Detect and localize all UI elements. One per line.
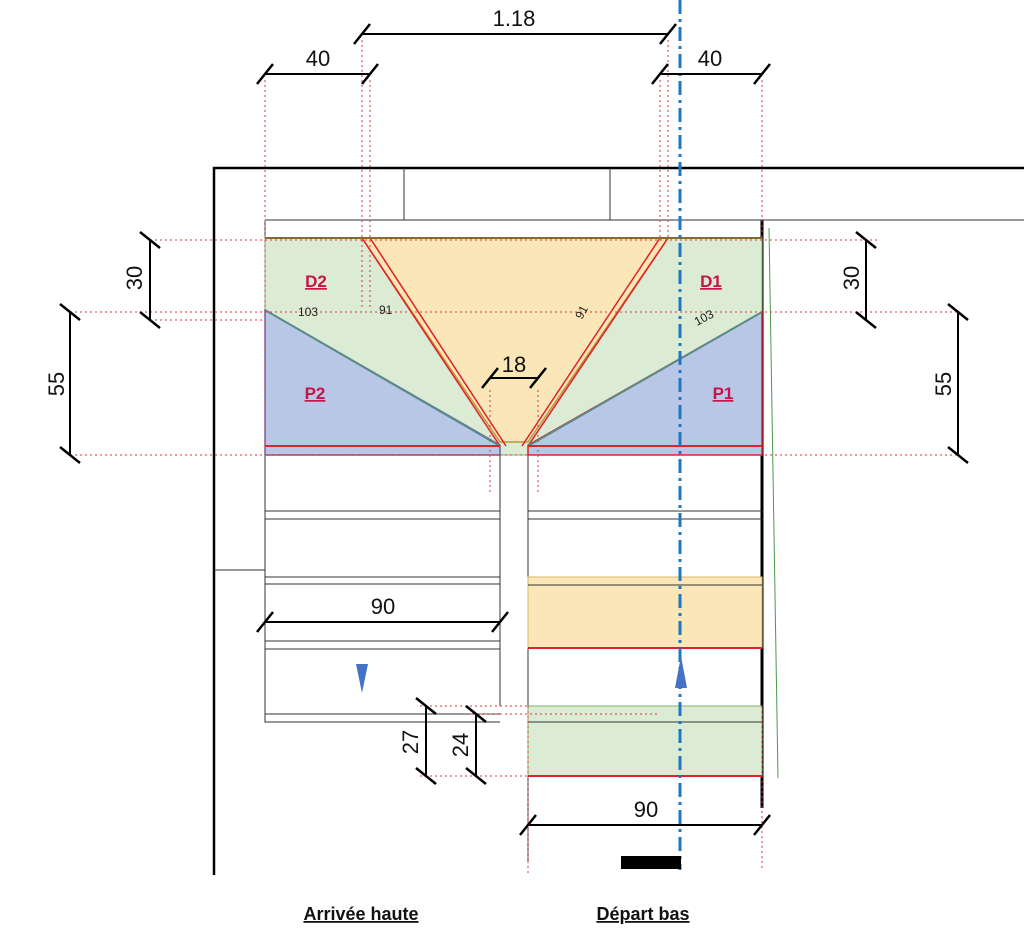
tread [265, 576, 500, 585]
tread-highlight-green [527, 705, 763, 777]
dim-right-rise-large: 55 [931, 372, 956, 396]
dim-step-height-a: 27 [398, 730, 423, 754]
length-d2-outer: 103 [298, 305, 318, 319]
winder-edge-p2 [264, 309, 501, 447]
winder-edge-d2 [361, 237, 507, 447]
dim-left-rise-small: 30 [122, 266, 147, 290]
winder-edge-d1 [521, 237, 669, 447]
tread [265, 510, 500, 520]
dimension-lines [59, 23, 969, 836]
arrow-down-icon [356, 664, 368, 693]
right-flight-treads [527, 510, 763, 777]
winder-edge-p1 [527, 311, 763, 447]
winder-zone [264, 237, 763, 456]
wall-niche [403, 168, 611, 220]
arrow-up-icon [675, 656, 687, 688]
dim-well-width: 18 [502, 352, 526, 377]
dim-step-height-b: 24 [448, 733, 473, 757]
step-label-d1: D1 [700, 272, 722, 291]
length-d1-inner: 91 [572, 303, 591, 322]
step-label-p1: P1 [713, 384, 734, 403]
dim-top-span: 1.18 [493, 6, 536, 31]
tread [528, 510, 762, 520]
left-flight-treads [265, 510, 500, 715]
caption-start-bottom: Départ bas [596, 904, 689, 924]
tread [265, 640, 500, 650]
reference-lines [70, 40, 960, 875]
dim-left-rise-large: 55 [44, 372, 69, 396]
dim-left-offset: 40 [306, 46, 330, 71]
outer-wall [212, 166, 1024, 875]
caption-arrival-top: Arrivée haute [303, 904, 418, 924]
dim-right-offset: 40 [698, 46, 722, 71]
tread-highlight-yellow [527, 576, 763, 649]
door-threshold [621, 856, 681, 869]
dim-left-flight-width: 90 [371, 594, 395, 619]
step-label-d2: D2 [305, 272, 327, 291]
length-d2-inner: 91 [379, 303, 393, 317]
right-handrail-line [768, 227, 779, 779]
step-label-p2: P2 [305, 384, 326, 403]
dim-right-flight-width: 90 [634, 797, 658, 822]
dim-right-rise-small: 30 [839, 266, 864, 290]
